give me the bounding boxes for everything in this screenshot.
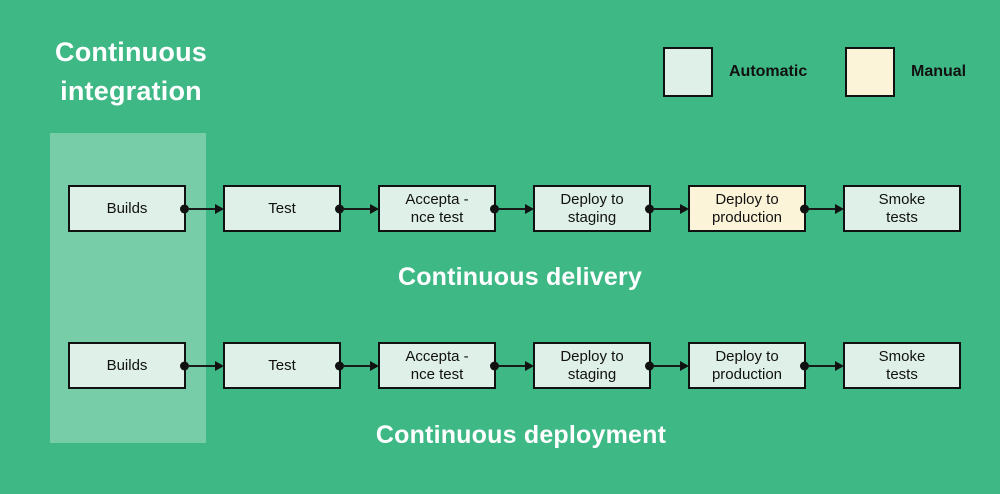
node-label: Builds xyxy=(106,199,148,217)
node-label: Smoke tests xyxy=(878,347,926,383)
node-label: Builds xyxy=(106,356,148,374)
flow-arrow xyxy=(806,342,843,389)
flow-arrow xyxy=(186,185,223,232)
pipeline-node-test: Test xyxy=(223,185,341,232)
pipeline-row-delivery: Builds Test Accepta - nce test Deploy to… xyxy=(68,185,961,232)
node-label: Deploy to staging xyxy=(560,190,624,226)
flow-arrow xyxy=(341,342,378,389)
node-label: Accepta - nce test xyxy=(405,347,469,383)
automatic-swatch xyxy=(663,47,713,97)
node-label: Deploy to production xyxy=(711,347,783,383)
pipeline-node-deploy-production: Deploy to production xyxy=(688,185,806,232)
pipeline-node-acceptance-test: Accepta - nce test xyxy=(378,342,496,389)
pipeline-node-acceptance-test: Accepta - nce test xyxy=(378,185,496,232)
pipeline-node-deploy-production: Deploy to production xyxy=(688,342,806,389)
legend-label-manual: Manual xyxy=(911,63,967,80)
flow-arrow xyxy=(341,185,378,232)
flow-arrow xyxy=(496,342,533,389)
node-label: Deploy to production xyxy=(711,190,783,226)
pipeline-node-builds: Builds xyxy=(68,342,186,389)
node-label: Accepta - nce test xyxy=(405,190,469,226)
pipeline-node-builds: Builds xyxy=(68,185,186,232)
legend-label-automatic: Automatic xyxy=(729,63,808,80)
flow-arrow xyxy=(186,342,223,389)
node-label: Test xyxy=(268,356,296,374)
manual-swatch xyxy=(845,47,895,97)
flow-arrow xyxy=(496,185,533,232)
caption-continuous-delivery: Continuous delivery xyxy=(397,263,643,291)
legend-item-automatic: Automatic xyxy=(663,47,807,97)
node-label: Deploy to staging xyxy=(560,347,624,383)
flow-arrow xyxy=(806,185,843,232)
pipeline-node-test: Test xyxy=(223,342,341,389)
node-label: Test xyxy=(268,199,296,217)
flow-arrow xyxy=(651,342,688,389)
pipeline-row-deployment: Builds Test Accepta - nce test Deploy to… xyxy=(68,342,961,389)
ci-highlight-region xyxy=(50,133,206,443)
legend-item-manual: Manual xyxy=(845,47,966,97)
node-label: Smoke tests xyxy=(878,190,926,226)
diagram-title: Continuous integration xyxy=(55,37,207,106)
caption-continuous-deployment: Continuous deployment xyxy=(375,421,667,449)
pipeline-node-smoke-tests: Smoke tests xyxy=(843,342,961,389)
pipeline-node-smoke-tests: Smoke tests xyxy=(843,185,961,232)
flow-arrow xyxy=(651,185,688,232)
pipeline-node-deploy-staging: Deploy to staging xyxy=(533,185,651,232)
pipeline-node-deploy-staging: Deploy to staging xyxy=(533,342,651,389)
